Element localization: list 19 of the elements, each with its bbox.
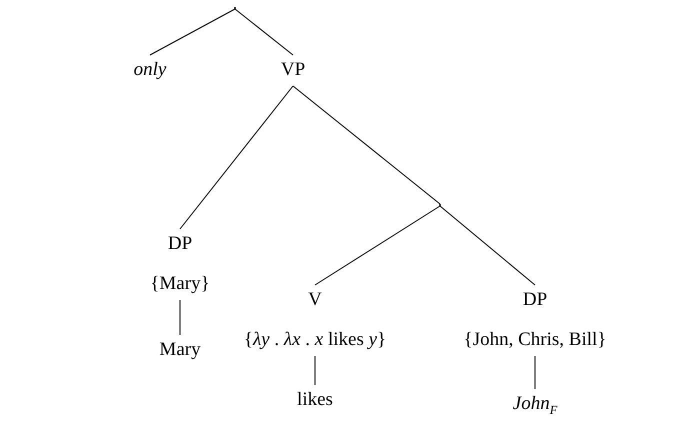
node-label: only bbox=[134, 58, 166, 82]
tree-branch bbox=[180, 86, 294, 230]
category-label: DP bbox=[168, 232, 192, 256]
tree-branch bbox=[150, 8, 236, 56]
tree-branch bbox=[234, 8, 294, 56]
node-label: likes bbox=[297, 388, 333, 412]
category-label: DP bbox=[522, 288, 548, 312]
tree-branch bbox=[440, 206, 536, 286]
category-label: V bbox=[308, 288, 322, 312]
semantic-value: {John, Chris, Bill} bbox=[464, 328, 606, 352]
node-label: John$_{F}$ bbox=[512, 392, 558, 419]
node-label: Mary bbox=[159, 338, 201, 362]
semantic-value: {Mary} bbox=[150, 272, 210, 296]
tree-branch bbox=[314, 356, 316, 386]
node-label: VP bbox=[280, 58, 306, 82]
tree-branch bbox=[534, 356, 536, 390]
tree-branch bbox=[314, 206, 440, 286]
semantic-value: {λy . λx . x likes y} bbox=[244, 328, 386, 352]
tree-branch bbox=[292, 86, 440, 204]
